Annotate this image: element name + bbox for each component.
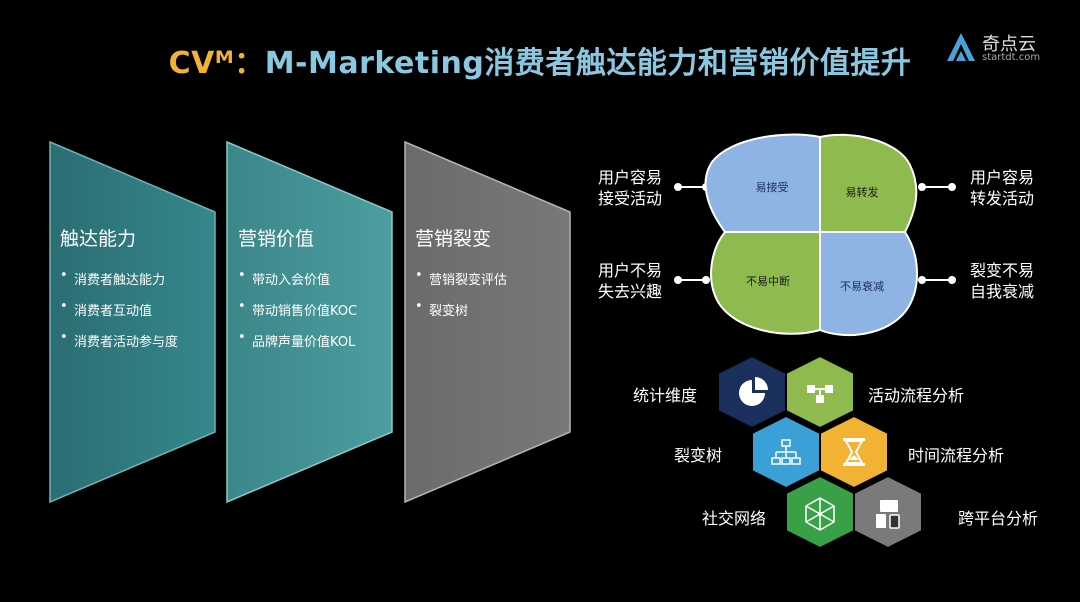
side-line: 接受活动 bbox=[598, 189, 663, 208]
hourglass-icon bbox=[843, 438, 865, 466]
list-item: 裂变树 bbox=[415, 299, 507, 319]
panel-value-shape bbox=[226, 140, 393, 504]
flow-icon bbox=[807, 385, 833, 403]
petal-label-tl: 易接受 bbox=[756, 181, 789, 194]
slide-title: CVᴹ：M-Marketing消费者触达能力和营销价值提升 bbox=[0, 38, 1080, 82]
platform-icon bbox=[876, 500, 900, 529]
side-line: 裂变不易 bbox=[970, 261, 1035, 280]
side-line: 失去兴趣 bbox=[598, 282, 663, 301]
hex-label-fission-tree: 裂变树 bbox=[674, 446, 723, 465]
hex-label-stats: 统计维度 bbox=[633, 386, 698, 405]
hex-label-social: 社交网络 bbox=[702, 509, 767, 528]
side-label-tr: 用户容易 转发活动 bbox=[970, 167, 1034, 209]
funnel-panels bbox=[49, 140, 571, 504]
connector-dot bbox=[918, 183, 926, 191]
list-item: 消费者互动值 bbox=[60, 299, 178, 319]
connector-dot bbox=[674, 276, 682, 284]
side-line: 用户不易 bbox=[598, 261, 663, 280]
panel-heading: 触达能力 bbox=[60, 228, 137, 250]
petal-label-bl: 不易中断 bbox=[746, 274, 790, 288]
panel-fission-shape bbox=[404, 140, 571, 504]
side-line: 转发活动 bbox=[970, 189, 1035, 208]
hex-label-platform: 跨平台分析 bbox=[958, 509, 1039, 528]
connector-dot bbox=[702, 276, 710, 284]
logo-url: startdt.com bbox=[982, 52, 1041, 63]
panel-heading: 营销裂变 bbox=[415, 228, 492, 250]
connector-dot bbox=[918, 276, 926, 284]
tree-icon bbox=[771, 439, 801, 465]
logo-name: 奇点云 bbox=[982, 34, 1036, 55]
panel-fission: 营销裂变 营销裂变评估 裂变树 bbox=[415, 224, 507, 331]
connector-dot bbox=[948, 183, 956, 191]
title-prefix: CVᴹ： bbox=[168, 46, 265, 81]
list-item: 带动销售价值KOC bbox=[238, 299, 357, 319]
side-label-bl: 用户不易 失去兴趣 bbox=[598, 260, 662, 302]
list-item: 营销裂变评估 bbox=[415, 268, 507, 288]
side-label-br: 裂变不易 自我衰减 bbox=[970, 260, 1034, 302]
list-item: 品牌声量价值KOL bbox=[238, 330, 357, 350]
panel-reach-shape bbox=[49, 140, 216, 504]
petal-no-decay bbox=[819, 231, 918, 337]
petal-label-br: 不易衰减 bbox=[840, 279, 884, 293]
panel-value: 营销价值 带动入会价值 带动销售价值KOC 品牌声量价值KOL bbox=[238, 224, 357, 362]
hex-time-flow bbox=[819, 414, 889, 490]
connector-dot bbox=[674, 183, 682, 191]
logo-mark-icon bbox=[947, 33, 975, 61]
petal-easy-accept bbox=[704, 133, 821, 233]
side-line: 用户容易 bbox=[970, 168, 1035, 187]
list-item: 消费者活动参与度 bbox=[60, 330, 178, 350]
side-line: 用户容易 bbox=[598, 168, 663, 187]
pie-chart-icon bbox=[739, 377, 768, 406]
petal-label-tr: 易转发 bbox=[846, 185, 879, 199]
side-label-tl: 用户容易 接受活动 bbox=[598, 167, 662, 209]
side-line: 自我衰减 bbox=[970, 282, 1035, 301]
petal-easy-forward bbox=[819, 133, 918, 233]
panel-heading: 营销价值 bbox=[238, 228, 315, 250]
title-text: M-Marketing消费者触达能力和营销价值提升 bbox=[264, 46, 912, 81]
network-icon bbox=[805, 497, 835, 531]
hex-label-activity-flow: 活动流程分析 bbox=[868, 386, 965, 405]
panel-reach: 触达能力 消费者触达能力 消费者互动值 消费者活动参与度 bbox=[60, 224, 178, 362]
list-item: 带动入会价值 bbox=[238, 268, 357, 288]
petal-no-interrupt bbox=[710, 231, 821, 335]
connector-dot bbox=[948, 276, 956, 284]
hex-label-time-flow: 时间流程分析 bbox=[908, 446, 1005, 465]
list-item: 消费者触达能力 bbox=[60, 268, 178, 288]
brand-logo: 奇点云 startdt.com bbox=[944, 28, 1052, 68]
